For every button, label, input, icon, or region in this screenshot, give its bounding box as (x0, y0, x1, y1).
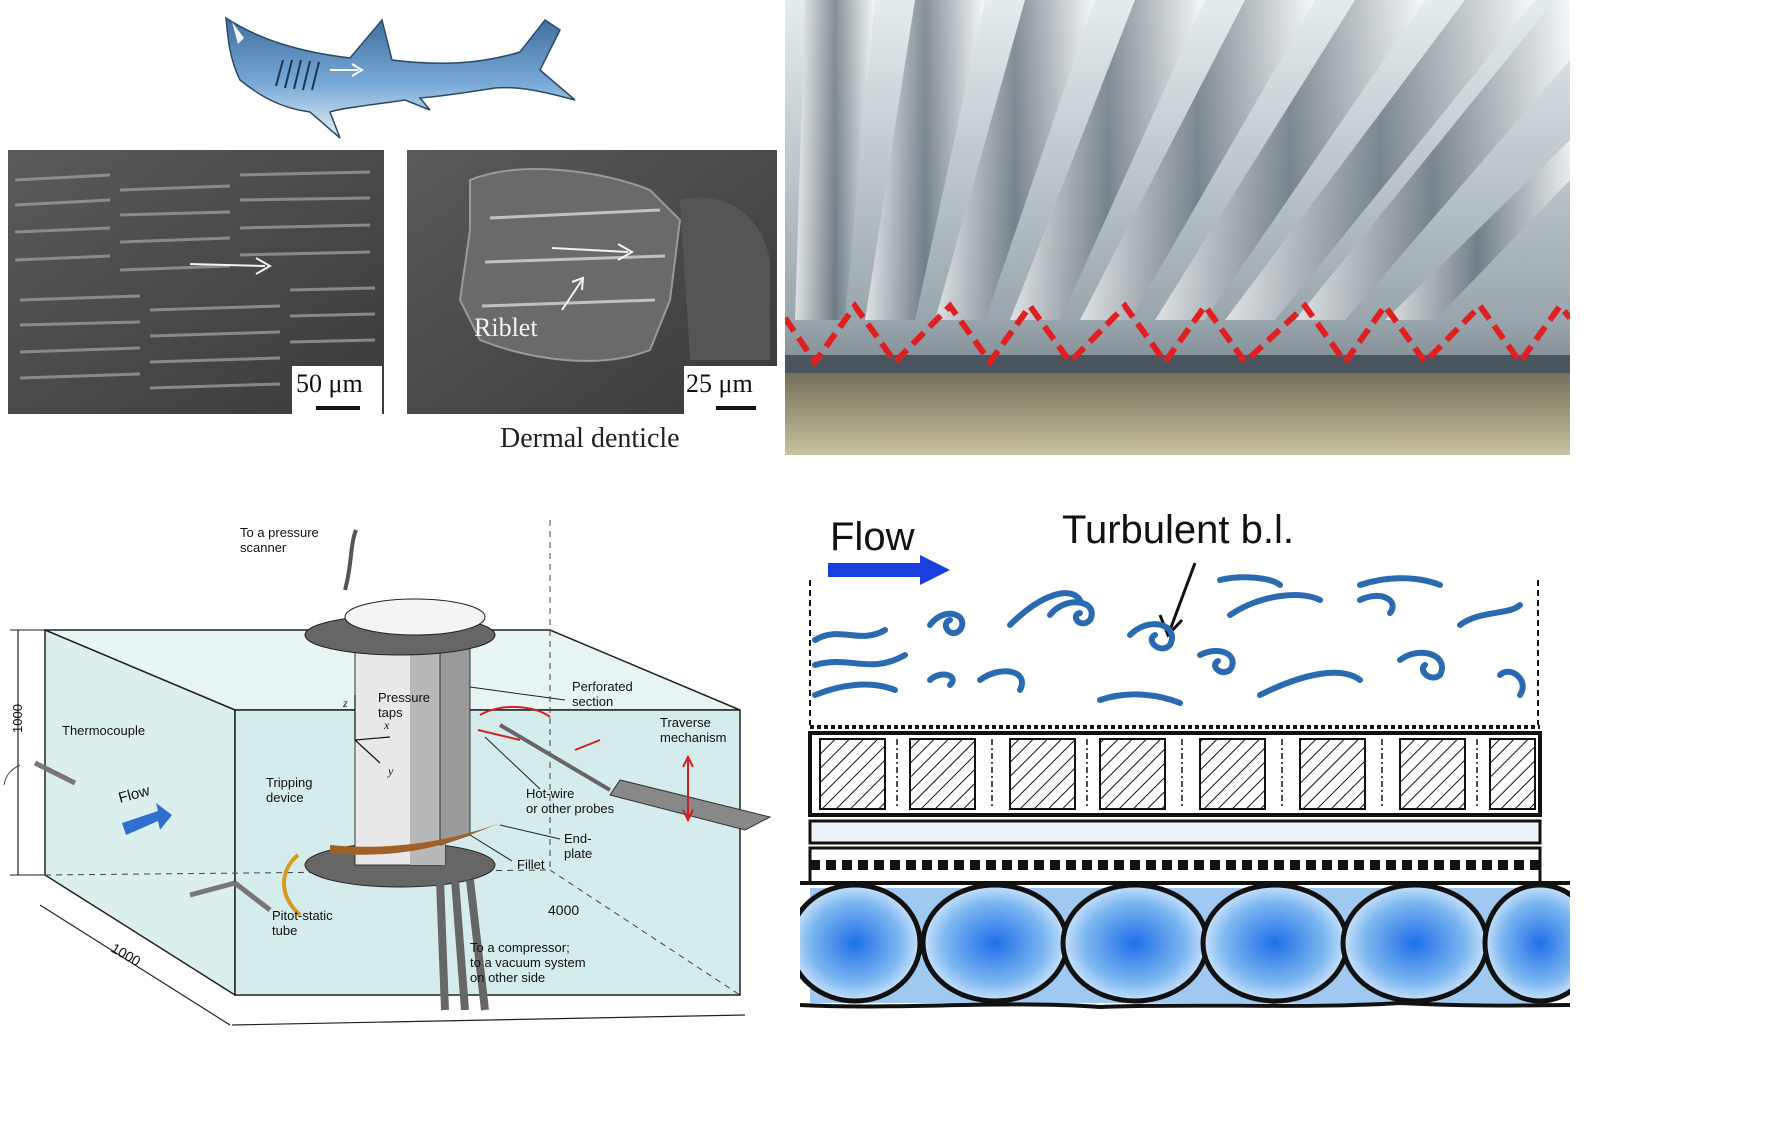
hotwire-label: Hot-wire or other probes (526, 786, 615, 816)
compliant-wall-diagram: Flow Turbulent b.l. (787, 508, 1598, 1010)
pitot-tube-label: Pitot-static tube (272, 908, 336, 938)
wing-model (304, 598, 500, 888)
end-plate-label: End- plate (564, 831, 595, 861)
riblet-grooves (795, 0, 1570, 320)
dim-height-label: 1000 (10, 704, 25, 733)
shark-skin-figure: 50 μm Riblet 25 μm Dermal denticle (8, 16, 777, 454)
flow-label: Flow (830, 515, 915, 559)
sem-image-right: Riblet 25 μm (407, 150, 777, 414)
flow-arrow (828, 555, 950, 585)
sem-left-scale-label: 50 μm (296, 369, 363, 398)
hatched-blocks (819, 738, 1536, 810)
turbulent-eddies (812, 574, 1526, 706)
flow-arrow (122, 803, 172, 835)
fillet (330, 823, 500, 855)
elastic-cells (787, 882, 1598, 1004)
denticle-ridges (14, 170, 376, 390)
fillet-label: Fillet (517, 857, 545, 872)
cell-centerlines (896, 739, 1478, 809)
sem-image-left: 50 μm (8, 150, 384, 414)
shark-illustration (225, 16, 576, 139)
dermal-denticle-caption: Dermal denticle (500, 423, 680, 454)
riblet-profile-dashed (782, 300, 1573, 368)
axis-y-label: y (387, 764, 394, 778)
sem-right-scale-label: 25 μm (686, 369, 753, 398)
riblet-photo-panel (782, 0, 1573, 455)
riblet-label: Riblet (474, 313, 538, 342)
wind-tunnel-diagram: 1000 1000 4000 Flow Thermocouple (3, 520, 772, 1026)
compliant-wall-panel: Flow Turbulent b.l. (787, 505, 1598, 1136)
wind-tunnel-panel: 1000 1000 4000 Flow Thermocouple (0, 505, 785, 1136)
traverse-mechanism-label: Traverse mechanism (660, 715, 726, 745)
shark-skin-panel: 50 μm Riblet 25 μm Dermal denticle (0, 0, 785, 460)
perforated-section (439, 644, 471, 846)
axis-x-label: x (383, 718, 390, 732)
substrate (785, 368, 1570, 455)
pressure-scanner-label: To a pressure scanner (240, 525, 322, 555)
thermocouple-label: Thermocouple (62, 723, 145, 738)
pressure-taps-label: Pressure taps (378, 690, 434, 720)
riblet-ridges (481, 208, 666, 308)
tripping-device-label: Tripping device (266, 775, 316, 805)
turbulent-bl-label: Turbulent b.l. (1062, 508, 1294, 552)
perforated-section-label: Perforated section (572, 679, 636, 709)
dim-width-label: 1000 (109, 940, 144, 970)
dim-length-label: 4000 (548, 902, 579, 918)
axis-z-label: z (342, 696, 348, 710)
riblet-photo (782, 0, 1573, 455)
compressor-label: To a compressor; to a vacuum system on o… (470, 940, 589, 985)
